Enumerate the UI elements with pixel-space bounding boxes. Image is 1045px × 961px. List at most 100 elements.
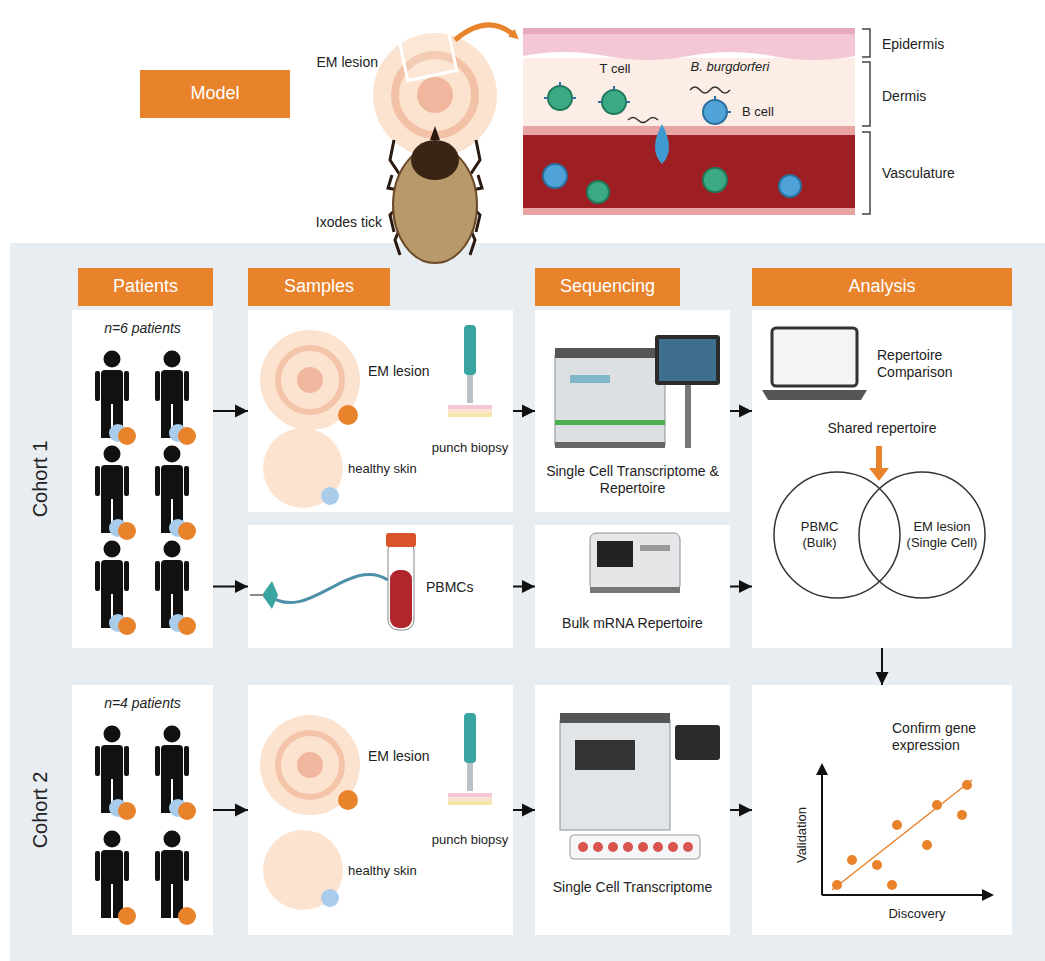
sequencing-box-text: Bulk mRNA Repertoire <box>562 615 703 632</box>
text-slot: Bulk mRNA Repertoire <box>545 603 720 643</box>
row-label: Cohort 1 <box>28 441 52 518</box>
illustration-label: Dermis <box>882 88 926 105</box>
patient-figure-part <box>164 726 181 743</box>
punch-biopsy-tool <box>448 713 492 805</box>
patient-figure-part <box>161 850 183 884</box>
patient-figure <box>95 726 136 821</box>
patient-figure-part <box>178 802 196 820</box>
patient-figure-part <box>118 617 136 635</box>
patient-figure-part <box>178 617 196 635</box>
patient-figure-part <box>164 446 181 463</box>
patient-figure-part <box>124 746 129 776</box>
scatter-icon-part <box>847 855 857 865</box>
seqsmall-icon-part <box>597 541 633 567</box>
skin-section-part <box>655 124 669 164</box>
seqplate-icon-part <box>593 842 603 852</box>
em-lesion-art-part <box>397 21 456 80</box>
seqbig-icon-part <box>555 442 665 448</box>
skin-section-part <box>602 90 626 114</box>
text-slot: PBMC (Bulk) <box>782 470 857 600</box>
text-slot: Discovery <box>862 903 972 925</box>
patient-figure-part <box>118 522 136 540</box>
text-slot: Sequencing <box>535 268 680 306</box>
illustration-label: Ixodes tick <box>316 214 382 231</box>
em-lesion-art <box>373 21 515 157</box>
label-slot: Epidermis <box>882 34 982 54</box>
layer-brackets <box>862 29 870 214</box>
punch-biopsy-tool-part <box>448 797 492 801</box>
text-slot: Confirm gene expression <box>892 713 1004 761</box>
text-slot: Patients <box>78 268 213 306</box>
venn-circle: EM lesion (Single Cell) <box>857 470 987 600</box>
text-slot: n=4 patients <box>72 691 213 715</box>
patient-figure-part <box>184 371 189 401</box>
punch-biopsy-tool-part <box>448 405 492 409</box>
patient-figure-part <box>118 802 136 820</box>
seqbig-icon-part <box>555 348 665 358</box>
label-slot: B cell <box>742 103 792 121</box>
healthy-skin-sample-part <box>263 830 343 910</box>
patient-figure-part <box>184 746 189 776</box>
em-lesion-sample-part <box>260 715 360 815</box>
seqbig-icon-part <box>659 339 716 381</box>
skin-section-part <box>779 175 801 197</box>
tube-icon-part <box>388 540 414 630</box>
analysis1-icon-part <box>772 328 857 386</box>
patient-figure-part <box>95 746 100 776</box>
text-slot: punch biopsy <box>431 428 509 468</box>
column-header-text: Sequencing <box>560 276 655 298</box>
analysis-box: Confirm gene expressionValidationDiscove… <box>752 685 1012 935</box>
seqbig-icon-part <box>685 385 691 448</box>
flow-arrow <box>513 410 535 412</box>
punch-biopsy-tool <box>448 325 492 417</box>
text-slot: EM lesion (Single Cell) <box>902 470 982 600</box>
workflow-panel <box>10 243 1045 961</box>
patient-figure-part <box>101 465 123 499</box>
tube-icon-part <box>386 533 416 547</box>
text-slot: Repertoire Comparison <box>877 340 1002 388</box>
seqplate-icon-part <box>653 842 663 852</box>
punch-biopsy-tool-part <box>467 763 473 791</box>
row-label: Cohort 2 <box>28 772 52 849</box>
layer-brackets-part <box>862 62 870 126</box>
em-lesion-sample-part <box>338 790 358 810</box>
punch-biopsy-tool-part <box>464 713 476 763</box>
healthy-skin-sample-part <box>263 428 343 508</box>
scatter-icon-part <box>822 894 984 896</box>
sample-box-text: PBMCs <box>426 579 473 596</box>
patient-figure <box>155 541 196 636</box>
punch-biopsy-tool-part <box>448 409 492 413</box>
patient-figure-part <box>164 831 181 848</box>
patient-figure-part <box>95 851 100 881</box>
sample-box-text: healthy skin <box>348 863 417 879</box>
tick-art-part-part <box>470 140 480 175</box>
text-slot: healthy skin <box>348 458 430 480</box>
patient-figure-part <box>104 351 121 368</box>
seqplate-icon-part <box>668 842 678 852</box>
skin-section-part <box>703 100 727 124</box>
text-slot: EM lesion <box>368 360 443 382</box>
patient-figure-part <box>95 466 100 496</box>
label-slot: EM lesion <box>300 52 378 72</box>
text-slot: Single Cell Transcriptome & Repertoire <box>545 455 720 505</box>
circle-icon <box>772 470 902 600</box>
skin-section <box>523 28 855 215</box>
em-lesion-sample <box>260 715 360 815</box>
scatter-icon-part <box>982 889 994 901</box>
patient-figure-part <box>184 561 189 591</box>
patient-figure-part <box>95 561 100 591</box>
illustration-label: B cell <box>742 104 774 120</box>
em-lesion-art-part <box>455 25 515 40</box>
punch-biopsy-tool-part <box>448 793 492 797</box>
venn-circle: PBMC (Bulk) <box>772 470 902 600</box>
patient-figure-part <box>161 465 183 499</box>
flow-arrow <box>213 586 248 588</box>
scatter-icon-part <box>872 860 882 870</box>
patient-figure-part <box>178 907 196 925</box>
patient-figure-part <box>124 466 129 496</box>
patient-figure-part <box>155 561 160 591</box>
text-slot: punch biopsy <box>431 820 509 860</box>
text-slot: PBMCs <box>426 575 506 599</box>
patient-figure-part <box>155 746 160 776</box>
seqbig-icon-part <box>570 375 610 383</box>
